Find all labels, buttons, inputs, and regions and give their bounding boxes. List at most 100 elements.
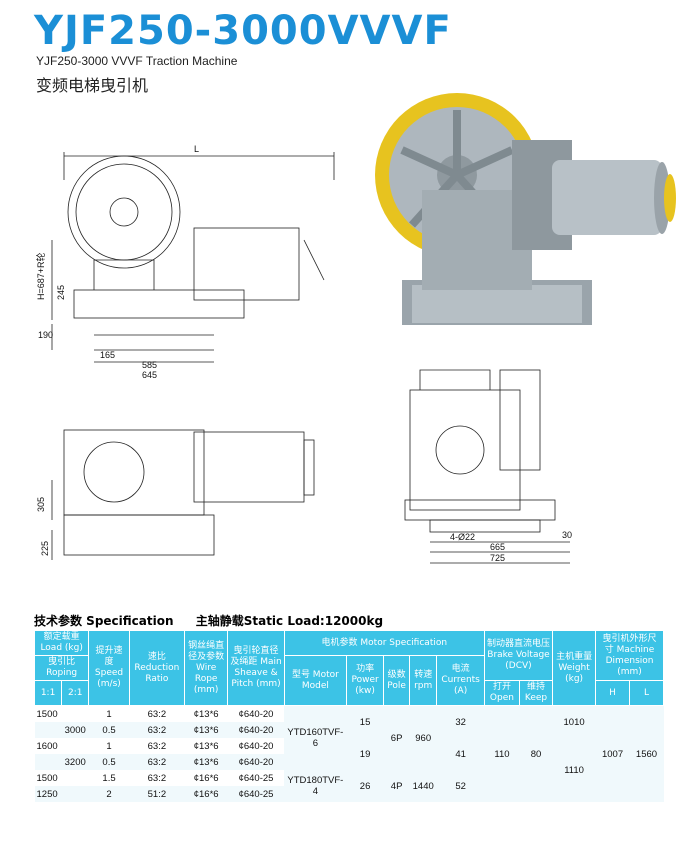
table-row: 3000 0.5 63:2 ¢13*6 ¢640-20 [34, 722, 664, 738]
table-row: 3200 0.5 63:2 ¢13*6 ¢640-20 [34, 754, 664, 770]
cell-speed: 1 [88, 705, 130, 722]
cell-motor-model-2: YTD180TVF-4 [284, 770, 347, 802]
cell-rope: ¢13*6 [184, 738, 228, 754]
th-brake: 制动器直流电压 Brake Voltage (DCV) [483, 630, 554, 681]
dim-245-label: 245 [56, 285, 66, 300]
th-rope: 钢丝绳直径及参数 Wire Rope (mm) [183, 630, 229, 706]
cell-speed: 0.5 [88, 754, 130, 770]
cell-rope: ¢16*6 [184, 770, 228, 786]
dim-190-label: 190 [38, 330, 53, 340]
dim-305-label: 305 [36, 497, 46, 512]
cell-r11: 1250 [34, 786, 62, 802]
cell-r11: 1500 [34, 705, 62, 722]
th-keep: 维持 Keep [518, 680, 554, 706]
cell-pole-2: 4P [383, 770, 410, 802]
dim-725-label: 725 [490, 553, 505, 563]
th-open: 打开 Open [483, 680, 520, 706]
cell-ratio: 63:2 [129, 722, 185, 738]
th-dim-h: H [595, 680, 630, 706]
th-sheave: 曳引轮直径及绳距 Main Sheave & Pitch (mm) [227, 630, 285, 706]
table-row: 1500 1 63:2 ¢13*6 ¢640-20 YTD160TVF-6 15… [34, 705, 664, 802]
cell-sheave: ¢640-20 [227, 705, 285, 722]
side-elevation-drawing: 4-Ø22 30 665 725 [404, 369, 572, 564]
table-row: 1250 2 51:2 ¢16*6 ¢640-25 [34, 786, 664, 802]
cell-speed: 1.5 [88, 770, 130, 786]
dim-585-label: 585 [142, 360, 157, 370]
front-elevation-drawing: L H=687+R轮 245 190 165 585 645 [35, 144, 335, 380]
cell-brake-keep: 80 [519, 705, 553, 802]
spec-static-load: 主轴静载Static Load:12000kg [195, 614, 384, 628]
cell-sheave: ¢640-20 [227, 738, 285, 754]
cell-power-2: 26 [346, 770, 384, 802]
cell-weight-b: 1110 [552, 738, 596, 802]
dim-length-label: L [194, 144, 199, 154]
cell-rpm-1: 960 [409, 705, 437, 770]
cell-sheave: ¢640-25 [227, 770, 285, 786]
th-roping-11: 1:1 [33, 680, 63, 706]
th-weight: 主机重量 Weight (kg) [552, 630, 597, 706]
dim-4d22-label: 4-Ø22 [450, 532, 475, 542]
cell-ratio: 51:2 [129, 786, 185, 802]
cell-ratio: 63:2 [129, 770, 185, 786]
table-row: 1600 1 63:2 ¢13*6 ¢640-20 19 41 1110 [34, 738, 664, 802]
th-power: 功率 Power (kw) [346, 655, 385, 706]
cell-current-1a: 32 [436, 705, 485, 738]
cell-r21: 3200 [61, 754, 89, 770]
cell-rpm-2: 1440 [409, 770, 437, 802]
cell-dim-l: 1560 [629, 705, 664, 802]
cell-brake-open: 110 [484, 705, 520, 802]
cell-r21 [61, 738, 89, 754]
cell-motor-model-1: YTD160TVF-6 [284, 705, 347, 770]
cell-ratio: 63:2 [129, 754, 185, 770]
cell-power-1b: 19 [346, 738, 384, 770]
cell-ratio: 63:2 [129, 705, 185, 722]
plan-view-drawing: 305 225 [36, 429, 315, 560]
th-roping: 曳引比 Roping [33, 655, 90, 681]
cell-rope: ¢13*6 [184, 754, 228, 770]
dim-645-label: 645 [142, 370, 157, 380]
cell-ratio: 63:2 [129, 738, 185, 754]
page-title: YJF250-3000VVVF [34, 8, 452, 54]
cell-r11 [34, 722, 62, 738]
spec-heading: 技术参数 Specification 主轴静载Static Load:12000… [34, 612, 401, 629]
cell-weight-a: 1010 [552, 705, 596, 738]
th-dimension: 曳引机外形尺寸 Machine Dimension (mm) [595, 630, 664, 681]
cell-pole-1: 6P [383, 705, 410, 770]
cell-speed: 0.5 [88, 722, 130, 738]
th-roping-21: 2:1 [61, 680, 90, 706]
th-load: 额定载重 Load (kg) [33, 630, 90, 656]
subtitle-english: YJF250-3000 VVVF Traction Machine [36, 54, 238, 68]
cell-r11: 1600 [34, 738, 62, 754]
dim-665-label: 665 [490, 542, 505, 552]
cell-current-2: 52 [436, 770, 485, 802]
cell-r21 [61, 770, 89, 786]
cell-sheave: ¢640-20 [227, 754, 285, 770]
cell-speed: 2 [88, 786, 130, 802]
th-motor: 电机参数 Motor Specification [283, 630, 485, 656]
dim-30-label: 30 [562, 530, 572, 540]
cell-sheave: ¢640-20 [227, 722, 285, 738]
th-dim-l: L [628, 680, 665, 706]
cell-rope: ¢13*6 [184, 705, 228, 722]
spec-heading-cn: 技术参数 Specification [34, 614, 174, 628]
cell-current-1b: 41 [436, 738, 485, 770]
cell-power-1a: 15 [346, 705, 384, 738]
cell-rope: ¢16*6 [184, 786, 228, 802]
th-speed: 提升速度 Speed (m/s) [88, 630, 130, 706]
th-rpm: 转速 rpm [409, 655, 438, 706]
th-model: 型号 Motor Model [283, 655, 348, 706]
cell-r21 [61, 786, 89, 802]
machine-photo [375, 93, 676, 325]
dim-165-label: 165 [100, 350, 115, 360]
spec-table: 额定载重 Load (kg) 提升速度 Speed (m/s) 速比 Reduc… [33, 630, 665, 802]
cell-r11 [34, 754, 62, 770]
subtitle-chinese: 变频电梯曳引机 [36, 76, 149, 95]
table-row: 1500 1.5 63:2 ¢16*6 ¢640-25 YTD180TVF-4 … [34, 770, 664, 802]
cell-r21: 3000 [61, 722, 89, 738]
cell-rope: ¢13*6 [184, 722, 228, 738]
cell-r11: 1500 [34, 770, 62, 786]
th-ratio: 速比 Reduction Ratio [128, 630, 185, 706]
cell-speed: 1 [88, 738, 130, 754]
cell-sheave: ¢640-25 [227, 786, 285, 802]
cell-dim-h: 1007 [595, 705, 630, 802]
